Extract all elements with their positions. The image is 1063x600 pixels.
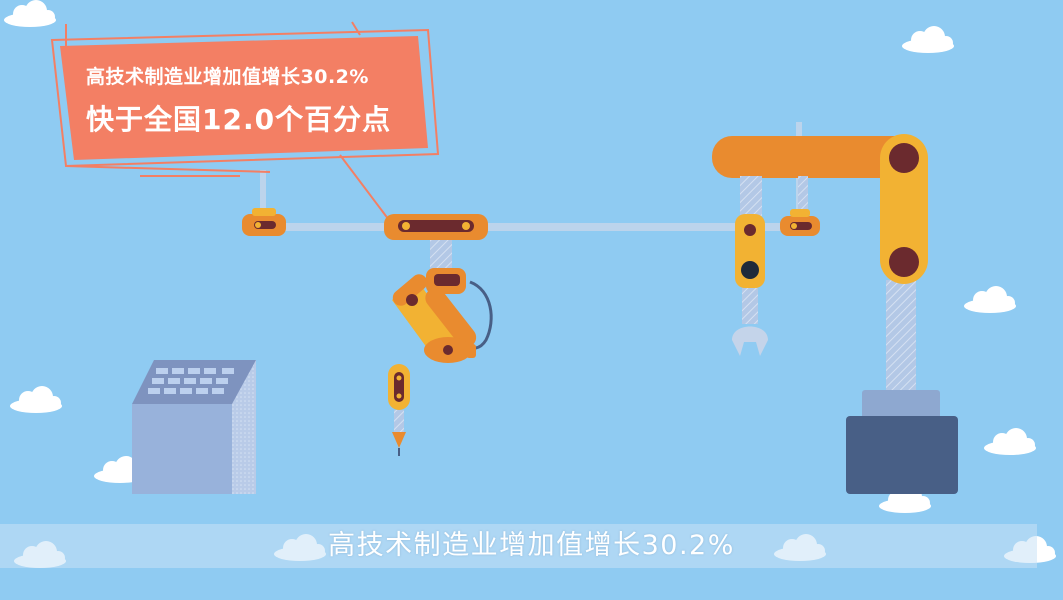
rail-slider-right	[780, 209, 820, 236]
robot-arm-icon	[392, 268, 493, 363]
cloud-icon	[902, 26, 954, 53]
rail-post	[430, 236, 452, 274]
rail-post	[260, 170, 266, 225]
cloud-icon	[10, 386, 62, 413]
robot-arm-right	[712, 134, 928, 390]
subtitle-caption: 高技术制造业增加值增长30.2%	[328, 530, 735, 561]
machine-base	[846, 390, 958, 494]
rail	[262, 223, 792, 231]
rail-slider-left	[242, 208, 286, 236]
cloud-icon	[984, 428, 1036, 455]
control-building	[132, 360, 256, 494]
headline-line-2: 快于全国12.0个百分点	[86, 103, 392, 136]
control-panel-icon	[148, 368, 234, 394]
wrench-claw-icon	[732, 214, 768, 356]
cloud-icon	[4, 0, 56, 27]
welding-torch-icon	[388, 364, 410, 456]
rail-carriage-center	[384, 214, 488, 240]
headline-line-1: 高技术制造业增加值增长30.2%	[86, 66, 369, 88]
headline-callout	[50, 21, 440, 177]
callout-connector	[339, 154, 393, 225]
subtitle-bar	[0, 524, 1037, 568]
cloud-icon	[964, 286, 1016, 313]
